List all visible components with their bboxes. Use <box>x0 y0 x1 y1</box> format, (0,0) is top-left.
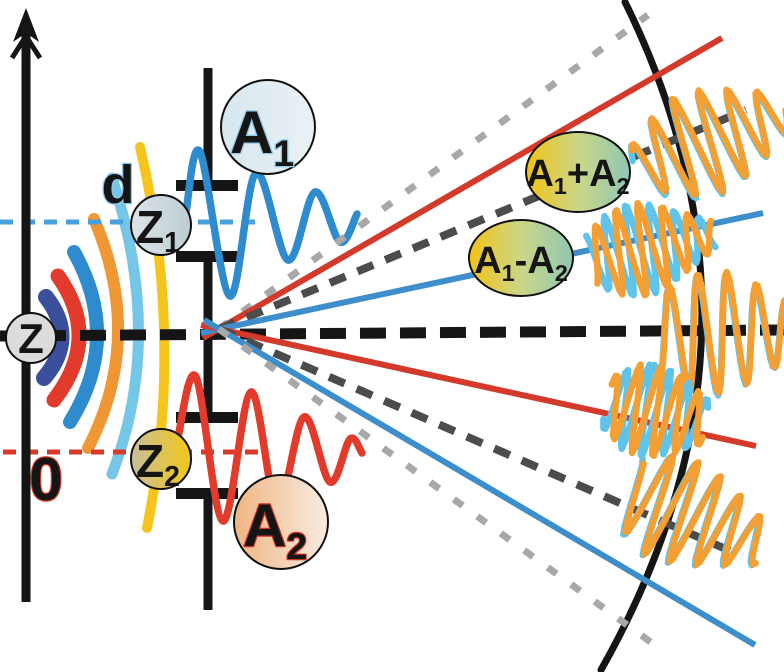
slit2-label: Z2 <box>136 435 180 493</box>
axis-label-zero: 0 <box>29 446 62 513</box>
interference-wave-packets-layer <box>583 86 784 569</box>
source-label-z: Z <box>18 315 44 362</box>
central-axis-dashed-layer <box>0 324 784 342</box>
amplitude1-label: A1 <box>230 99 294 174</box>
amplitude2-label: A2 <box>243 492 307 567</box>
label-circles-layer <box>5 79 329 570</box>
text-labels-layer: d 0 Z Z1 Z2 A1 A2 A1+A2 A1-A2 <box>18 98 629 569</box>
detection-screen-arc <box>597 0 706 672</box>
transmitted-waves-layer <box>174 146 366 525</box>
difference-amplitude-label: A1-A2 <box>474 240 568 286</box>
slit1-label: Z1 <box>136 201 180 259</box>
axis-label-d: d <box>102 155 135 215</box>
sum-amplitude-label: A1+A2 <box>526 153 629 199</box>
amplitude-badges-layer <box>468 131 631 297</box>
